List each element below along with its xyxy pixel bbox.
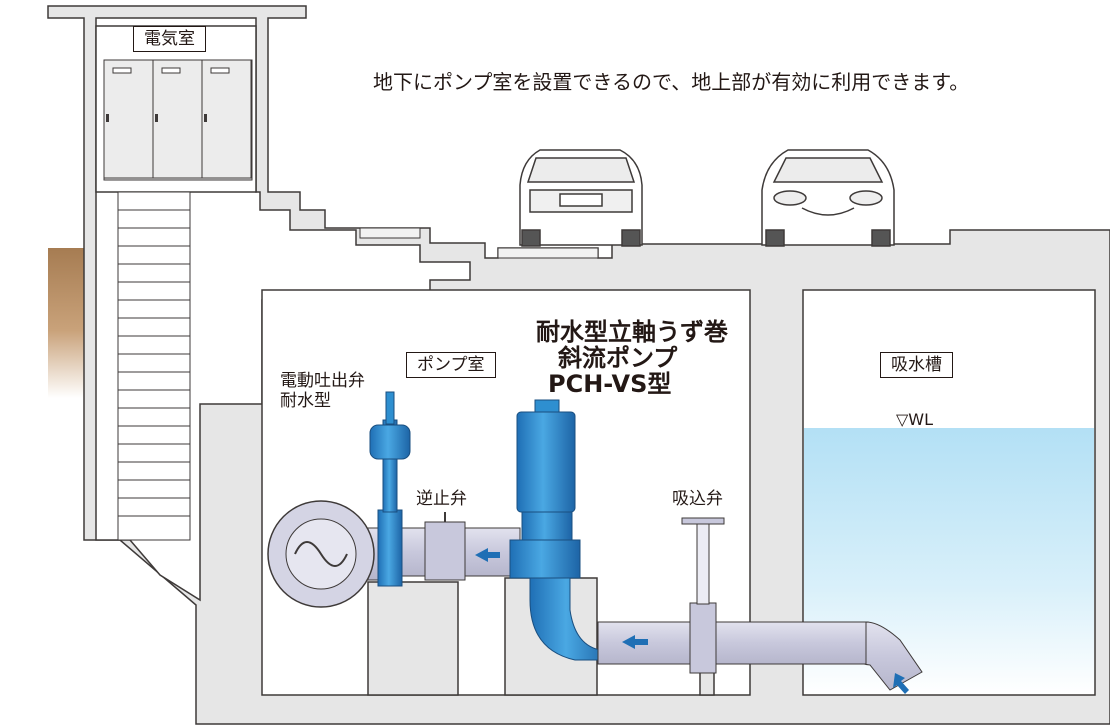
motor-valve bbox=[369, 391, 411, 587]
suction-valve-label: 吸込弁 bbox=[672, 489, 723, 509]
car-front bbox=[761, 149, 895, 247]
water-level-label: ▽WL bbox=[896, 410, 934, 429]
motor-valve-label-line2: 耐水型 bbox=[280, 391, 331, 411]
arrow-inlet bbox=[893, 673, 909, 694]
hatch-right bbox=[497, 247, 599, 259]
electric-room bbox=[95, 25, 257, 193]
product-title-line3: PCH-VS型 bbox=[548, 370, 672, 398]
hatch-left bbox=[359, 227, 421, 239]
volute-casing bbox=[267, 500, 381, 608]
pump-room-label: ポンプ室 bbox=[406, 352, 496, 378]
product-title-line2: 斜流ポンプ bbox=[558, 344, 678, 372]
electric-room-label: 電気室 bbox=[133, 26, 206, 52]
soil-strip bbox=[48, 248, 84, 398]
motor-valve-label-line1: 電動吐出弁 bbox=[280, 371, 365, 391]
pump-body bbox=[509, 399, 611, 661]
headline: 地下にポンプ室を設置できるので、地上部が有効に利用できます。 bbox=[373, 70, 970, 94]
suction-elbow bbox=[864, 621, 923, 691]
arrow-discharge bbox=[475, 548, 500, 562]
suction-valve bbox=[689, 602, 717, 674]
suction-tank-label: 吸水槽 bbox=[880, 352, 953, 378]
product-title-line1: 耐水型立軸うず巻 bbox=[536, 318, 728, 346]
suction-valve-stem bbox=[696, 521, 710, 605]
suction-valve-handle bbox=[681, 517, 725, 525]
check-valve-label: 逆止弁 bbox=[416, 489, 467, 509]
arrow-suction bbox=[622, 635, 648, 649]
flow-arrows bbox=[475, 548, 909, 694]
staircase bbox=[117, 191, 191, 541]
car-rear bbox=[519, 149, 643, 247]
check-valve bbox=[424, 521, 466, 581]
